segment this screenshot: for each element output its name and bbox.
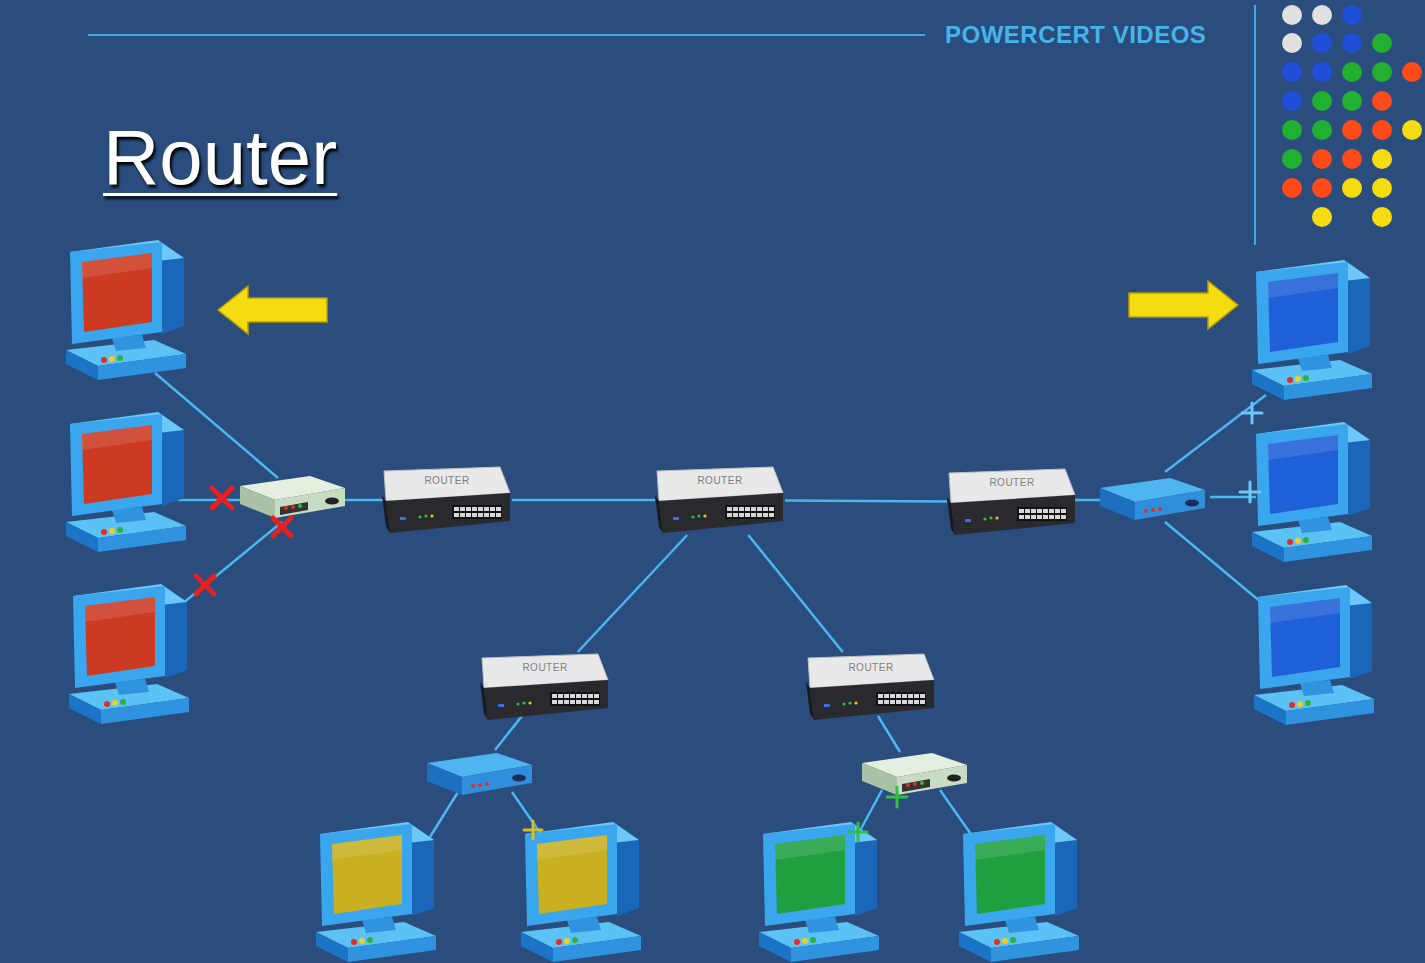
network-link [512,500,655,501]
device-label: ROUTER [522,662,567,674]
router-node: ROUTER [806,652,936,722]
router-node: ROUTER [480,652,610,722]
slide-title: Router [103,112,337,203]
router-node: ROUTER [947,467,1077,537]
device-label: ROUTER [848,662,893,674]
network-link [785,500,947,501]
router-node: ROUTER [655,465,785,535]
watermark-label: POWERCERT VIDEOS [945,21,1206,49]
device-label: ROUTER [989,477,1034,489]
network-link [578,535,687,652]
router-node: ROUTER [382,465,512,535]
device-label: ROUTER [697,475,742,487]
network-link [748,535,842,652]
device-label: ROUTER [424,475,469,487]
